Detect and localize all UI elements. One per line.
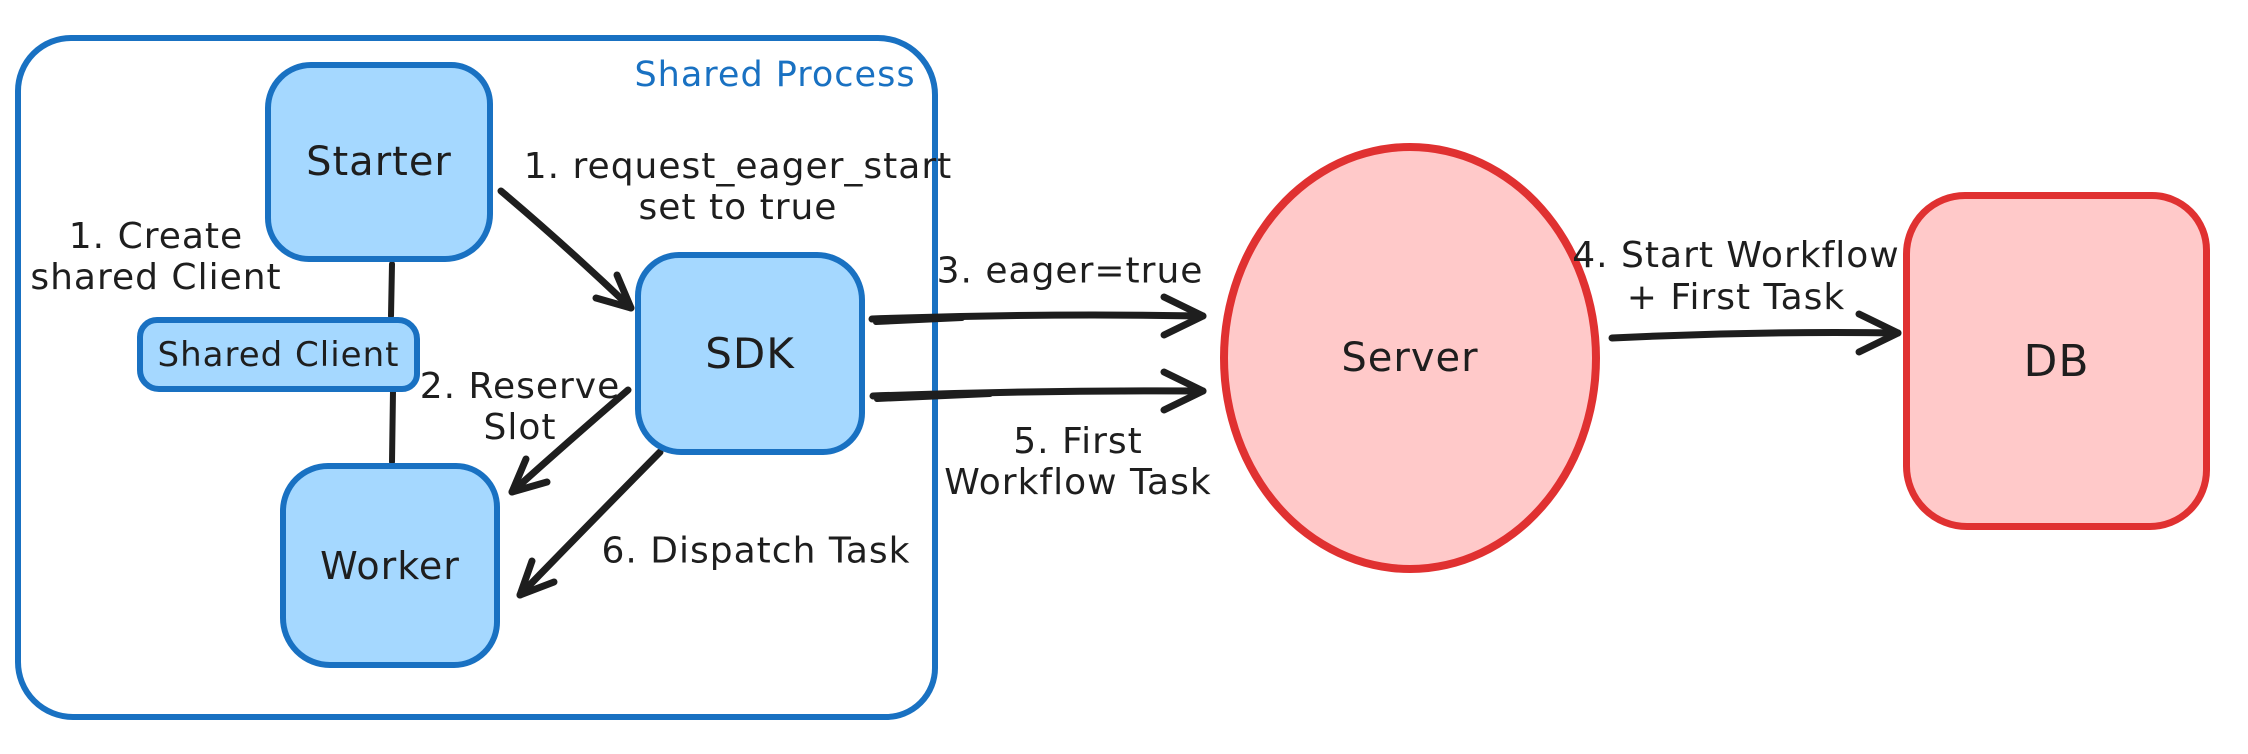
node-server: Server — [1220, 143, 1600, 573]
edge-label-reserve-slot: 2. Reserve Slot — [419, 366, 621, 448]
shared-process-label: Shared Process — [634, 55, 916, 95]
node-worker: Worker — [280, 463, 500, 668]
edge-label-request-eager-start: 1. request_eager_start set to true — [523, 146, 953, 228]
node-sdk-label: SDK — [705, 329, 795, 378]
node-db: DB — [1903, 192, 2210, 530]
node-starter-label: Starter — [306, 139, 452, 185]
edge-label-eager-true: 3. eager=true — [936, 250, 1204, 292]
node-db-label: DB — [2023, 335, 2090, 387]
node-worker-label: Worker — [320, 543, 460, 588]
edge-label-create-shared-client: 1. Create shared Client — [30, 216, 282, 298]
node-sdk: SDK — [635, 252, 865, 455]
arrow-server-to-db — [1608, 310, 1902, 356]
node-shared-client: Shared Client — [137, 317, 420, 392]
node-server-label: Server — [1341, 335, 1479, 381]
node-shared-client-label: Shared Client — [157, 334, 400, 375]
edge-label-start-workflow-first-task: 4. Start Workflow + First Task — [1572, 235, 1900, 318]
shared-process-group-box — [15, 35, 938, 720]
node-starter: Starter — [265, 62, 493, 262]
edge-label-first-workflow-task: 5. First Workflow Task — [944, 421, 1212, 503]
edge-label-dispatch-task: 6. Dispatch Task — [601, 530, 911, 572]
